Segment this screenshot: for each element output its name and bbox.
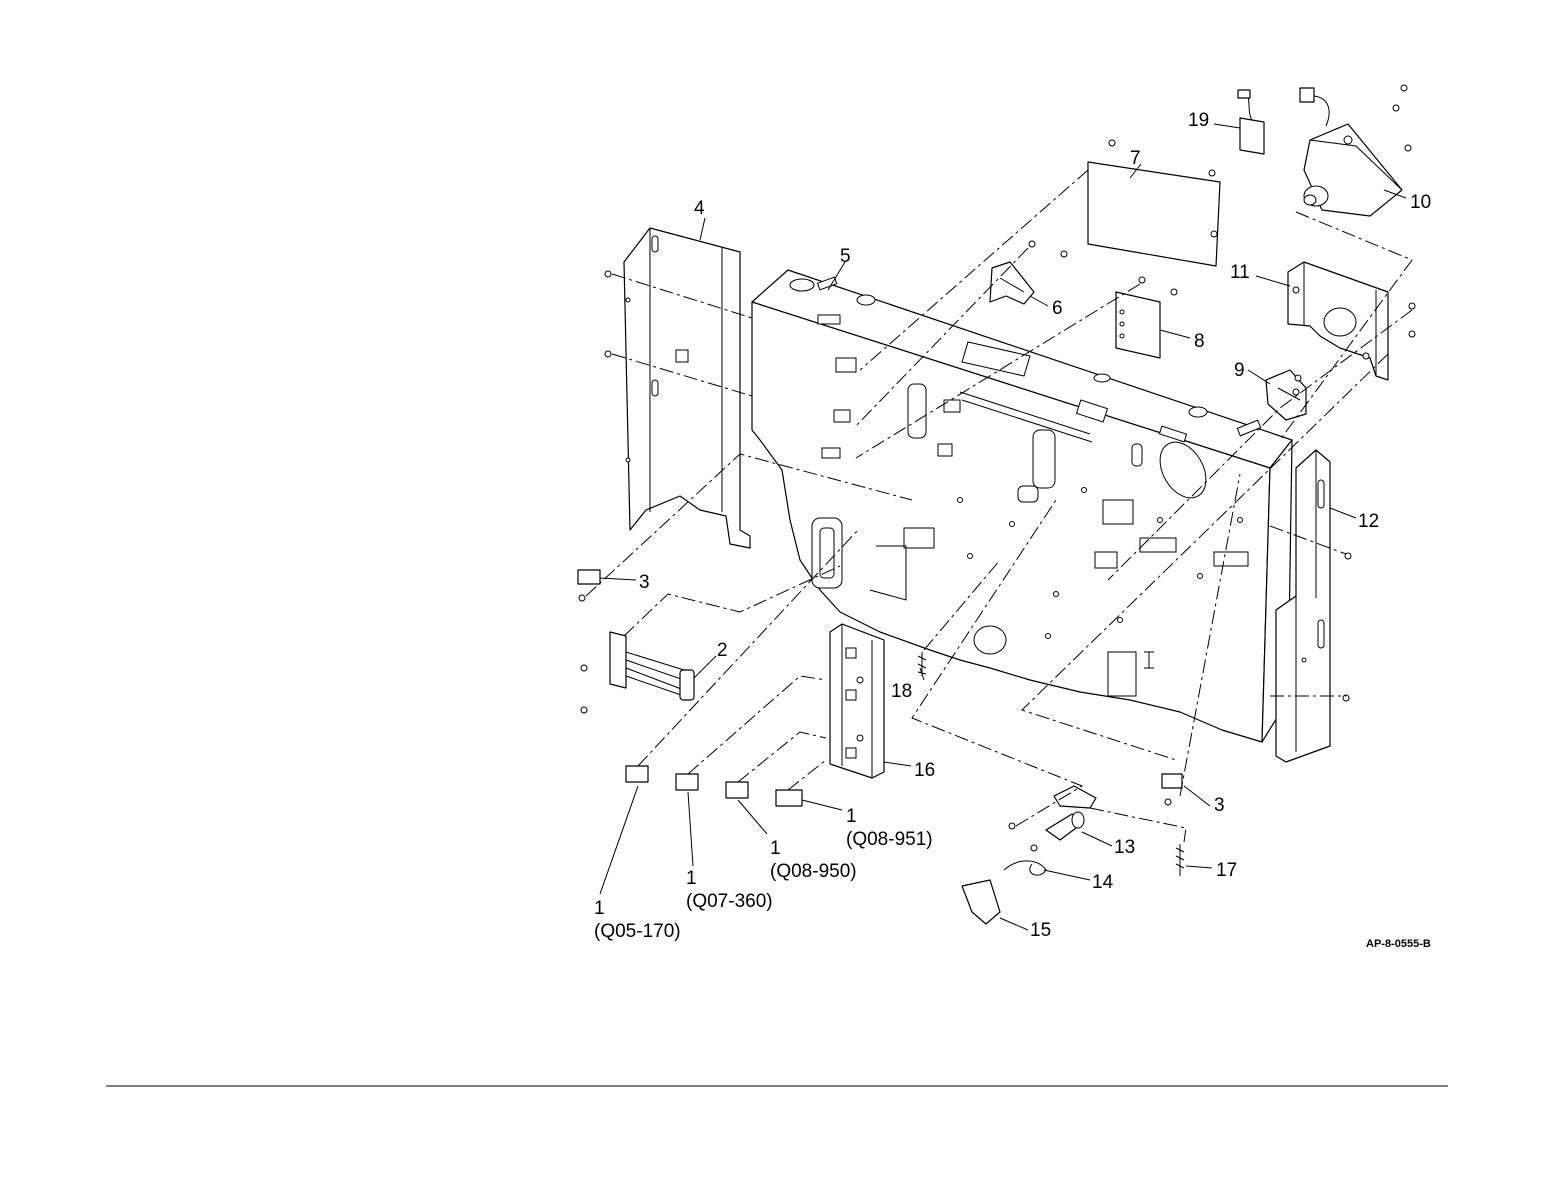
pwb-part-7 xyxy=(1088,162,1220,266)
callout-19: 19 xyxy=(1188,110,1209,131)
callout-1-q08-951: 1 xyxy=(846,806,857,827)
callout-7: 7 xyxy=(1130,148,1141,169)
callout-3-left: 3 xyxy=(639,572,650,593)
left-bracket-part-4 xyxy=(624,228,750,548)
callout-5: 5 xyxy=(840,246,851,267)
callout-1-q07-360: 1 xyxy=(686,868,697,889)
callout-6: 6 xyxy=(1052,298,1063,319)
bracket-part-6 xyxy=(990,262,1034,304)
callout-1-q08-950: 1 xyxy=(770,838,781,859)
code-q08-950: (Q08-950) xyxy=(770,861,857,882)
callout-1-q05-170: 1 xyxy=(594,898,605,919)
code-q05-170: (Q05-170) xyxy=(594,921,681,942)
callout-18: 18 xyxy=(891,681,912,702)
callout-2: 2 xyxy=(717,640,728,661)
callout-4: 4 xyxy=(694,198,705,219)
motor-bracket-part-11 xyxy=(1288,262,1388,380)
pwb-part-8 xyxy=(1116,292,1160,358)
harness-part-2 xyxy=(610,632,694,700)
callout-14: 14 xyxy=(1092,872,1114,893)
figure-id: AP-8-0555-B xyxy=(1366,938,1431,950)
callout-12: 12 xyxy=(1358,511,1379,532)
callout-17: 17 xyxy=(1216,860,1237,881)
callout-10: 10 xyxy=(1410,192,1431,213)
callout-11: 11 xyxy=(1230,262,1250,283)
callout-15: 15 xyxy=(1030,920,1051,941)
code-q07-360: (Q07-360) xyxy=(686,891,773,912)
code-q08-951: (Q08-951) xyxy=(846,829,933,850)
callout-13-visible: 13 xyxy=(1114,837,1135,858)
sensor-bracket-part-16 xyxy=(830,624,884,778)
callout-16: 16 xyxy=(914,760,935,781)
callout-8: 8 xyxy=(1194,331,1205,352)
motor-part-10 xyxy=(1304,124,1402,216)
callout-3-right: 3 xyxy=(1214,795,1225,816)
callout-9: 9 xyxy=(1234,360,1245,381)
